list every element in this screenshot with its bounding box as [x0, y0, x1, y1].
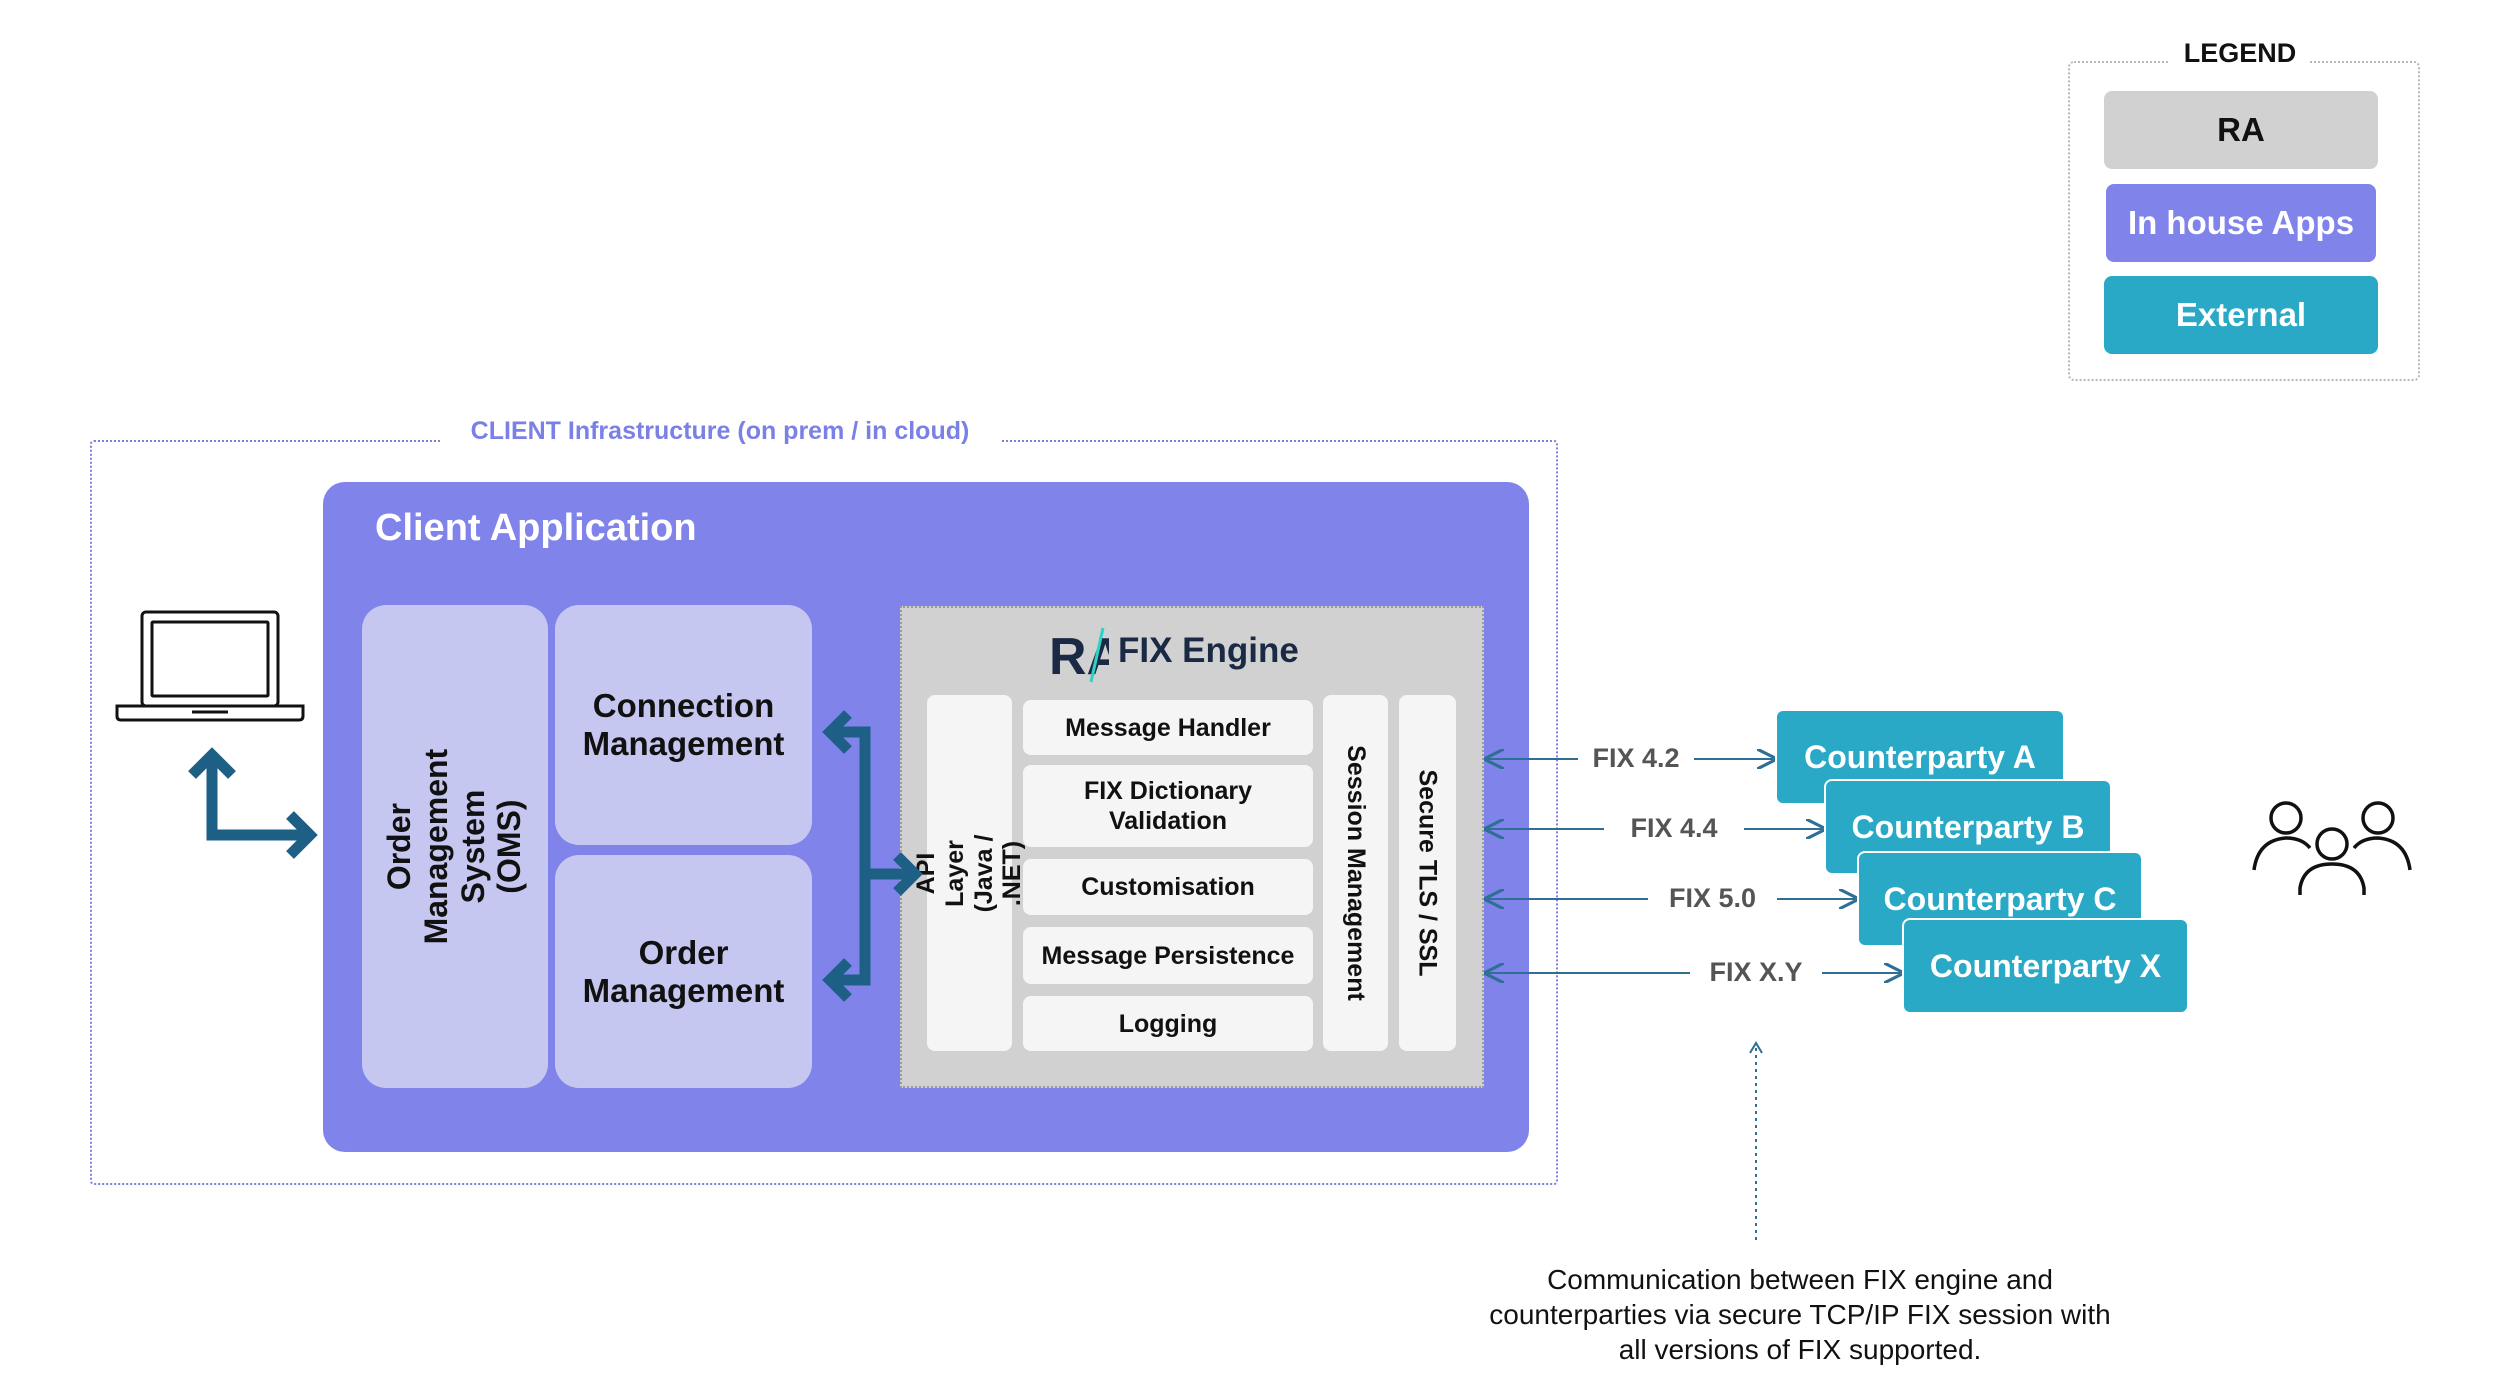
fix-label-3: FIX 5.0	[1650, 878, 1775, 918]
legend-item-ra: RA	[2104, 91, 2378, 169]
fix-label-4: FIX X.Y	[1692, 952, 1820, 992]
bracket-arrow	[822, 710, 923, 1002]
laptop-oms-arrow	[188, 747, 318, 859]
session-management-box: Session Management	[1323, 695, 1388, 1051]
laptop-icon	[115, 610, 305, 722]
counterparty-x: Counterparty X	[1904, 920, 2187, 1012]
client-infrastructure-label: CLIENT Infrastructure (on prem / in clou…	[440, 412, 1000, 450]
module-message-handler: Message Handler	[1023, 700, 1313, 755]
counterparty-a: Counterparty A	[1777, 711, 2063, 803]
order-management-box: Order Management	[555, 855, 812, 1088]
footnote-text: Communication between FIX engine and cou…	[1489, 1264, 2111, 1365]
fix-label-2: FIX 4.4	[1606, 808, 1742, 848]
connection-management-label: Connection Management	[582, 687, 785, 762]
module-customisation: Customisation	[1023, 859, 1313, 915]
oms-box	[362, 605, 548, 1088]
legend-item-in-house-apps: In house Apps	[2106, 184, 2376, 262]
order-management-label: Order Management	[582, 933, 785, 1009]
api-layer-box: API Layer (Java / .NET)	[912, 695, 1026, 1051]
fix-connectors	[1488, 759, 1900, 973]
fix-label-1: FIX 4.2	[1580, 738, 1692, 778]
footnote-arrow	[1749, 1041, 1763, 1240]
users-icon	[2252, 801, 2412, 895]
legend-item-external: External	[2104, 276, 2378, 354]
fix-engine-title: FIX Engine	[1118, 631, 1299, 670]
counterparty-b: Counterparty B	[1826, 781, 2110, 873]
legend-title: LEGEND	[2170, 34, 2310, 72]
secure-tls-box: Secure TLS / SSL	[1399, 695, 1456, 1051]
connection-management-box: Connection Management	[555, 605, 812, 845]
module-message-persistence: Message Persistence	[1023, 927, 1313, 984]
module-logging: Logging	[1023, 996, 1313, 1051]
client-application-title: Client Application	[375, 506, 697, 549]
module-fix-dictionary-validation: FIX Dictionary Validation	[1023, 765, 1313, 847]
